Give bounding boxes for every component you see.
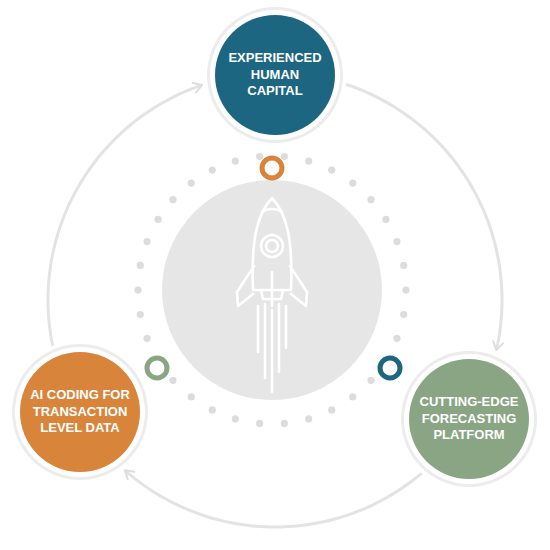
cycle-arc xyxy=(125,470,422,527)
circle-fill xyxy=(409,359,529,479)
ring-dot xyxy=(367,377,374,384)
ring-dot xyxy=(169,377,176,384)
ring-dot xyxy=(328,166,335,173)
ring-dot xyxy=(143,238,150,245)
rocket-nose-line xyxy=(262,209,282,212)
rocket-nozzle xyxy=(261,290,283,299)
cycle-arc xyxy=(346,84,502,350)
ring-dot xyxy=(154,216,161,223)
exhaust-streak xyxy=(285,306,288,348)
circle-halo xyxy=(207,7,343,143)
rocket-fin-right xyxy=(290,266,307,306)
feature-circle: AI CODING FOR TRANSACTION LEVEL DATA xyxy=(10,342,150,482)
rocket-exhaust xyxy=(258,304,286,392)
ring-dot xyxy=(402,286,409,293)
ring-dot xyxy=(256,153,263,160)
ring-dot xyxy=(137,262,144,269)
ring-dot xyxy=(305,415,312,422)
feature-label: CUTTING-EDGE FORECASTING PLATFORM xyxy=(417,394,521,445)
ring-dot xyxy=(169,196,176,203)
circle-fill xyxy=(20,352,140,472)
ring-dot xyxy=(137,311,144,318)
ring-dot xyxy=(256,420,263,427)
ring-dot xyxy=(188,393,195,400)
ring-dot xyxy=(209,166,216,173)
exhaust-streak xyxy=(264,304,267,378)
ring-dot xyxy=(305,158,312,165)
ring-dot xyxy=(349,179,356,186)
exhaust-streak xyxy=(257,306,260,352)
ring-dot xyxy=(209,406,216,413)
circle-fill xyxy=(215,15,335,135)
feature-label: EXPERIENCED HUMAN CAPITAL xyxy=(223,50,327,101)
ring-dot xyxy=(134,286,141,293)
rocket-center-fin xyxy=(271,272,274,306)
ring-marker xyxy=(147,358,167,378)
cycle-arc xyxy=(48,85,202,346)
ring-dot xyxy=(393,238,400,245)
circle-border xyxy=(210,10,340,140)
ring-marker xyxy=(262,158,282,178)
ring-dot xyxy=(400,311,407,318)
rocket-window-inner xyxy=(266,240,278,252)
center-disc xyxy=(162,180,382,400)
ring-dot xyxy=(143,335,150,342)
ring-dot xyxy=(232,158,239,165)
exhaust-streak xyxy=(278,304,281,372)
rocket-fin-left xyxy=(237,266,254,306)
feature-label: AI CODING FOR TRANSACTION LEVEL DATA xyxy=(28,387,132,438)
circle-border xyxy=(15,347,145,477)
rocket-sketch xyxy=(237,198,307,392)
ring-marker xyxy=(380,358,400,378)
feature-circle: CUTTING-EDGE FORECASTING PLATFORM xyxy=(399,349,539,489)
ring-dot xyxy=(367,196,374,203)
ring-dot xyxy=(400,262,407,269)
ring-dot xyxy=(349,393,356,400)
ring-dot xyxy=(188,179,195,186)
dotted-ring xyxy=(134,153,409,427)
ring-dot xyxy=(382,216,389,223)
ring-dot xyxy=(328,406,335,413)
exhaust-streak xyxy=(271,310,274,392)
circle-halo xyxy=(12,344,148,480)
rocket-window xyxy=(261,235,283,257)
ring-dot xyxy=(281,420,288,427)
ring-dot xyxy=(281,153,288,160)
ring-dot xyxy=(393,335,400,342)
circle-halo xyxy=(401,351,537,487)
feature-circle: EXPERIENCED HUMAN CAPITAL xyxy=(205,5,345,145)
circle-border xyxy=(404,354,534,484)
ring-dot xyxy=(232,415,239,422)
